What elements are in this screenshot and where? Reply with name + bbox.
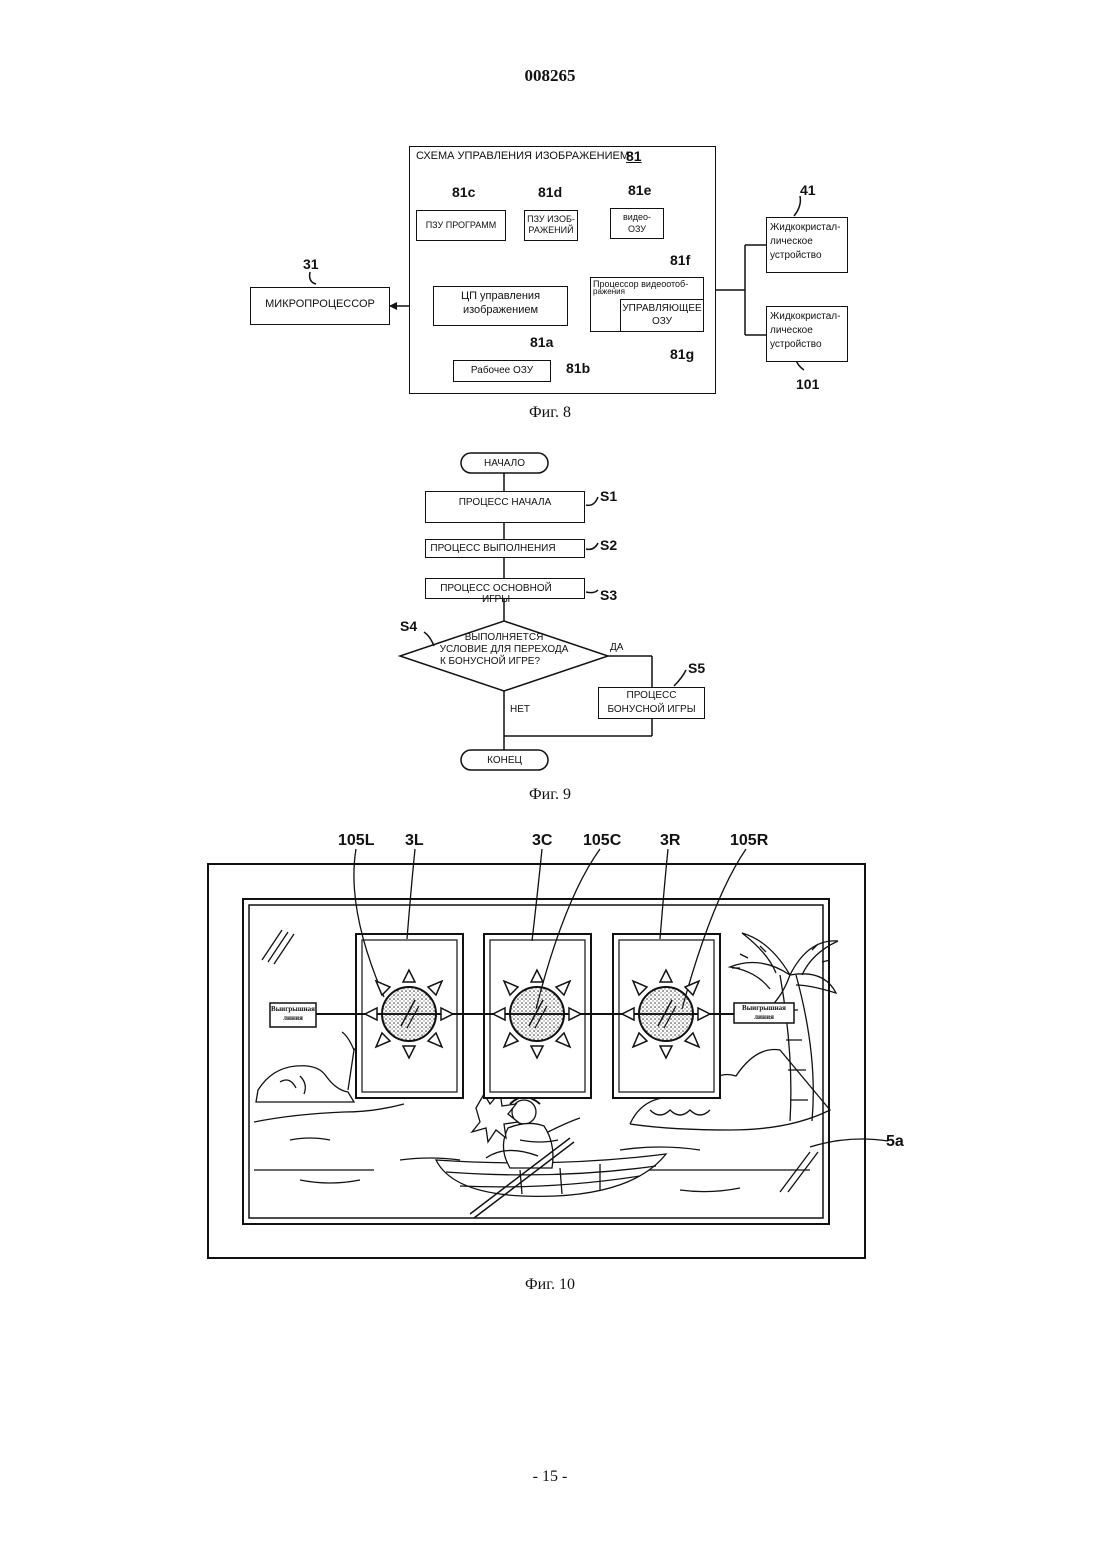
fig10-caption: Фиг. 10 [0, 1276, 1100, 1294]
ref-105L: 105L [338, 832, 374, 850]
payline-left-label-2: линия [270, 1014, 316, 1022]
ref-3C: 3C [532, 832, 552, 850]
ref-3L: 3L [405, 832, 424, 850]
payline-right-label-2: линия [734, 1013, 794, 1021]
payline-left-label-1: Выигрышная [270, 1005, 316, 1013]
ref-5a: 5a [886, 1133, 904, 1151]
slot-machine-illustration [0, 0, 1100, 1300]
page-number: - 15 - [0, 1468, 1100, 1486]
ref-105R: 105R [730, 832, 768, 850]
ref-3R: 3R [660, 832, 680, 850]
ref-105C: 105C [583, 832, 621, 850]
payline-right-label-1: Выигрышная [734, 1004, 794, 1012]
